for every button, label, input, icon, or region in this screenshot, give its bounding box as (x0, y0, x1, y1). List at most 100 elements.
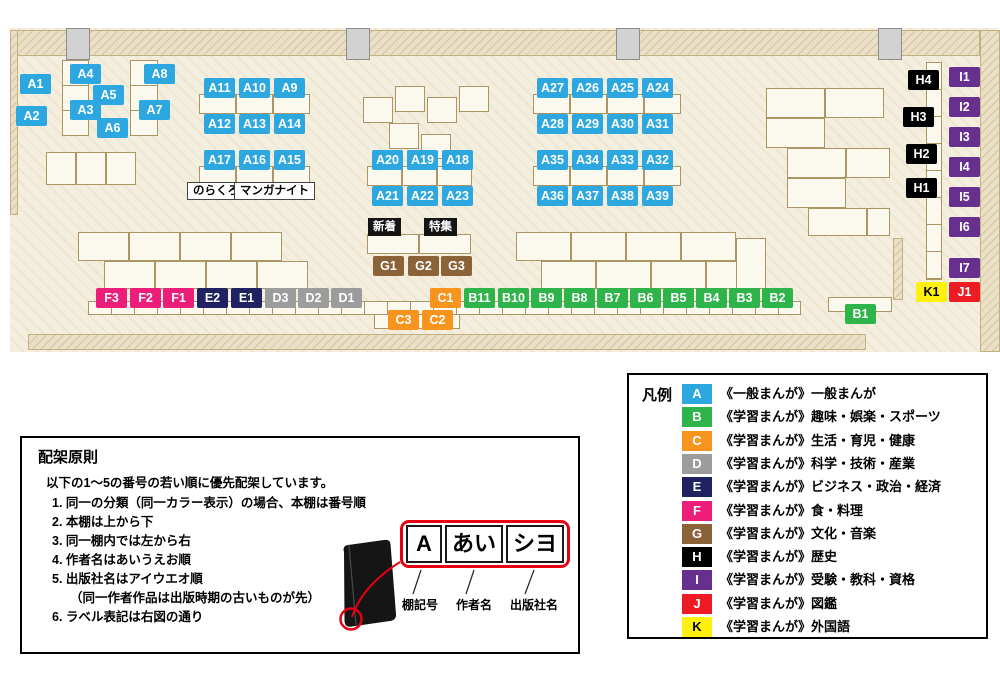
shelf-label-f2: F2 (130, 288, 161, 308)
legend-label: 《学習まんが》歴史 (720, 549, 838, 565)
shelf-label-a21: A21 (372, 186, 403, 206)
shelf-label-a12: A12 (204, 114, 235, 134)
shelf-label-h3: H3 (903, 107, 934, 127)
legend-color-swatch: I (682, 570, 712, 591)
shelf-label-d2: D2 (298, 288, 329, 308)
legend-label: 《学習まんが》生活・育児・健康 (720, 432, 916, 448)
shelf-label-c1: C1 (430, 288, 461, 308)
shelf-label-h2: H2 (906, 144, 937, 164)
shelf-label-a19: A19 (407, 150, 438, 170)
shelf-label-d3: D3 (265, 288, 296, 308)
shelf-block (206, 261, 257, 289)
legend-label: 《一般まんが》一般まんが (720, 386, 877, 401)
shelf-label-i1: I1 (949, 67, 980, 87)
legend-label: 《学習まんが》文化・音楽 (720, 525, 877, 541)
pillar (616, 28, 640, 60)
shelf-block (626, 232, 681, 261)
shelf-label-b8: B8 (564, 288, 595, 308)
shelf-label-a18: A18 (442, 150, 473, 170)
legend-title: 凡例 (642, 387, 673, 404)
legend-color-swatch: E (682, 477, 712, 498)
shelf-block (231, 232, 282, 261)
shelf-block (846, 148, 890, 178)
shelf-block (459, 86, 489, 112)
shelf-label-a27: A27 (537, 78, 568, 98)
principles-item: 2. 本棚は上から下 (52, 515, 154, 529)
area-label: 特集 (424, 218, 457, 236)
shelf-label-a23: A23 (442, 186, 473, 206)
shelf-block (419, 234, 471, 254)
wall-top (14, 30, 980, 56)
pillar (66, 28, 90, 60)
shelf-label-g2: G2 (408, 256, 439, 276)
shelf-block (571, 232, 626, 261)
caption-shelf-code: 棚記号 (402, 598, 439, 612)
shelf-label-f3: F3 (96, 288, 127, 308)
shelf-label-g3: G3 (441, 256, 472, 276)
shelf-block (76, 152, 106, 185)
legend-label: 《学習まんが》食・料理 (720, 502, 864, 518)
legend-item-e: E 《学習まんが》ビジネス・政治・経済 (682, 477, 942, 498)
shelf-label-b1: B1 (845, 304, 876, 324)
shelf-block (155, 261, 206, 289)
principles-title: 配架原則 (38, 449, 99, 466)
shelf-label-a28: A28 (537, 114, 568, 134)
shelf-label-k1: K1 (916, 282, 947, 302)
shelf-label-a15: A15 (274, 150, 305, 170)
shelf-label-h1: H1 (906, 178, 937, 198)
shelf-label-g1: G1 (373, 256, 404, 276)
shelf-label-e1: E1 (231, 288, 262, 308)
legend-color-swatch: D (682, 453, 712, 474)
shelf-label-a24: A24 (642, 78, 673, 98)
principles-item: 3. 同一棚内では左から右 (52, 534, 191, 548)
label-example-publisher: シヨ (506, 525, 564, 563)
shelf-label-a6: A6 (97, 118, 128, 138)
legend-color-swatch: G (682, 523, 712, 544)
legend-label: 《学習まんが》受験・教科・資格 (720, 572, 916, 588)
shelf-label-f1: F1 (163, 288, 194, 308)
label-example: A あい シヨ (400, 520, 570, 568)
shelf-block (736, 238, 766, 289)
shelf-label-b3: B3 (729, 288, 760, 308)
shelf-label-a22: A22 (407, 186, 438, 206)
shelf-label-a31: A31 (642, 114, 673, 134)
shelf-label-a10: A10 (239, 78, 270, 98)
shelf-block (46, 152, 76, 185)
shelf-block (367, 234, 419, 254)
legend-item-f: F《学習まんが》食・料理 (682, 500, 864, 521)
wall-inner-right (893, 238, 903, 300)
shelf-label-a25: A25 (607, 78, 638, 98)
shelf-label-i2: I2 (949, 97, 980, 117)
shelf-label-a34: A34 (572, 150, 603, 170)
legend-item-g: G 《学習まんが》文化・音楽 (682, 523, 877, 544)
principles-item: 5. 出版社名はアイウエオ順 (52, 572, 203, 586)
shelf-label-i5: I5 (949, 187, 980, 207)
shelf-block (129, 232, 180, 261)
shelf-label-a26: A26 (572, 78, 603, 98)
shelf-strip-right-wall (926, 62, 942, 280)
principles-item: 6. ラベル表記は右図の通り (52, 610, 204, 624)
shelf-label-b4: B4 (696, 288, 727, 308)
placement-principles-panel: 配架原則 以下の1〜5の番号の若い順に優先配架しています。 1. 同一の分類（同… (20, 436, 580, 654)
legend-label: 《学習まんが》ビジネス・政治・経済 (720, 479, 942, 495)
shelf-label-e2: E2 (197, 288, 228, 308)
shelf-label-b9: B9 (531, 288, 562, 308)
label-example-shelf-code: A (406, 525, 442, 563)
shelf-label-a37: A37 (572, 186, 603, 206)
legend-item-h: H《学習まんが》歴史 (682, 547, 838, 568)
shelf-label-b10: B10 (498, 288, 529, 308)
shelf-label-a5: A5 (93, 85, 124, 105)
legend-color-swatch: C (682, 430, 712, 451)
shelf-label-i4: I4 (949, 157, 980, 177)
shelf-label-h4: H4 (908, 70, 939, 90)
shelf-block (395, 86, 425, 112)
shelf-label-a11: A11 (204, 78, 235, 98)
shelf-block (867, 208, 890, 236)
shelf-label-a7: A7 (139, 100, 170, 120)
caption-publisher: 出版社名 (510, 598, 559, 612)
shelf-label-a17: A17 (204, 150, 235, 170)
principles-item: 1. 同一の分類（同一カラー表示）の場合、本棚は番号順 (52, 496, 366, 510)
shelf-block (766, 88, 825, 118)
